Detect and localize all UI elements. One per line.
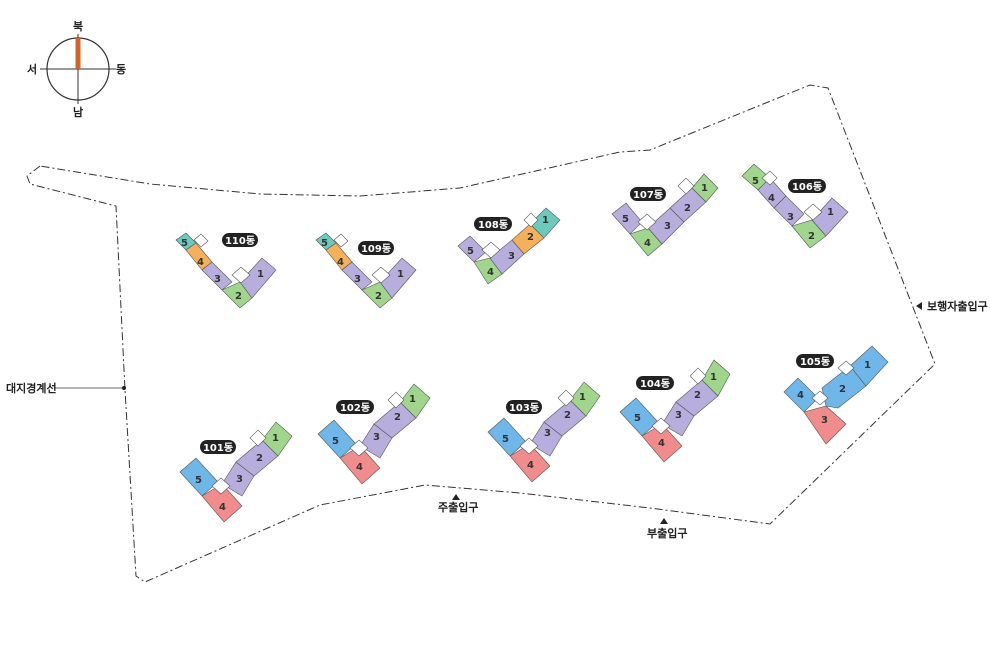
building-label: 103동 (509, 402, 539, 414)
svg-text:3: 3 (236, 474, 243, 485)
svg-text:4: 4 (797, 390, 804, 401)
svg-text:1: 1 (257, 269, 264, 280)
building-109[interactable]: 54 3 2 1 109동 (315, 232, 417, 309)
compass-south: 남 (73, 106, 83, 119)
building-label: 108동 (478, 219, 508, 231)
svg-text:2: 2 (808, 231, 815, 242)
svg-text:5: 5 (752, 176, 759, 187)
svg-text:5: 5 (321, 238, 328, 249)
svg-text:1: 1 (710, 372, 717, 383)
building-label: 105동 (800, 356, 830, 368)
svg-text:5: 5 (502, 434, 509, 445)
building-105[interactable]: 4 3 2 1 105동 (783, 345, 889, 445)
svg-text:3: 3 (544, 428, 551, 439)
main-entrance-label: 주출입구 (438, 500, 478, 514)
svg-text:4: 4 (644, 238, 651, 249)
compass-needle-icon (75, 38, 81, 69)
svg-text:5: 5 (332, 436, 339, 447)
svg-text:3: 3 (787, 212, 794, 223)
up-arrow-icon (660, 518, 668, 524)
svg-text:4: 4 (219, 502, 226, 513)
svg-text:1: 1 (827, 207, 834, 218)
svg-text:5: 5 (181, 238, 188, 249)
svg-text:1: 1 (272, 433, 279, 444)
svg-text:3: 3 (214, 274, 221, 285)
svg-text:2: 2 (839, 384, 846, 395)
site-boundary-line (26, 84, 936, 583)
svg-text:1: 1 (864, 360, 871, 371)
svg-text:5: 5 (195, 475, 202, 486)
left-arrow-icon (916, 302, 922, 310)
building-110[interactable]: 54 3 2 1 110동 (175, 232, 277, 309)
svg-text:4: 4 (658, 438, 665, 449)
svg-text:4: 4 (337, 257, 344, 268)
svg-text:2: 2 (564, 410, 571, 421)
svg-text:3: 3 (675, 410, 682, 421)
svg-text:4: 4 (197, 257, 204, 268)
compass-east: 동 (116, 63, 126, 76)
svg-text:2: 2 (684, 203, 691, 214)
building-102[interactable]: 5 4 3 2 1 102동 (317, 383, 431, 485)
svg-text:3: 3 (373, 432, 380, 443)
building-label: 101동 (203, 442, 233, 454)
svg-text:4: 4 (356, 462, 363, 473)
building-label: 102동 (340, 402, 370, 414)
pedestrian-entrance-marker: 보행자출입구 (916, 299, 988, 313)
svg-text:2: 2 (394, 412, 401, 423)
svg-text:1: 1 (579, 392, 586, 403)
sub-entrance-label: 부출입구 (647, 526, 687, 540)
svg-text:1: 1 (397, 269, 404, 280)
svg-text:1: 1 (542, 215, 549, 226)
svg-text:2: 2 (235, 291, 242, 302)
svg-text:5: 5 (622, 214, 629, 225)
svg-text:2: 2 (375, 291, 382, 302)
compass-west: 서 (27, 62, 37, 76)
building-label: 106동 (792, 181, 822, 193)
svg-text:3: 3 (664, 221, 671, 232)
svg-text:2: 2 (527, 232, 534, 243)
building-label: 109동 (361, 243, 391, 255)
building-106[interactable]: 54 3 2 1 106동 (741, 163, 849, 249)
building-label: 104동 (640, 378, 670, 390)
boundary-callout: 대지경계선 (6, 381, 126, 395)
building-104[interactable]: 5 4 3 2 1 104동 (619, 359, 731, 463)
svg-text:1: 1 (701, 183, 708, 194)
building-label: 107동 (633, 189, 663, 201)
svg-text:4: 4 (527, 460, 534, 471)
building-108[interactable]: 5 4 3 2 1 108동 (457, 207, 561, 285)
svg-text:4: 4 (768, 193, 775, 204)
svg-text:4: 4 (487, 267, 494, 278)
pedestrian-entrance-label: 보행자출입구 (927, 299, 988, 313)
svg-text:2: 2 (694, 390, 701, 401)
building-107[interactable]: 5 4 3 2 1 107동 (611, 173, 719, 257)
building-label: 110동 (225, 235, 255, 247)
main-entrance-marker: 주출입구 (438, 494, 478, 514)
svg-text:5: 5 (467, 246, 474, 257)
building-103[interactable]: 5 4 3 2 1 103동 (487, 381, 601, 483)
svg-text:3: 3 (821, 415, 828, 426)
building-101[interactable]: 5 4 3 2 1 101동 (179, 421, 293, 523)
svg-text:2: 2 (256, 453, 263, 464)
compass: 북 남 서 동 (27, 19, 126, 119)
svg-text:3: 3 (354, 274, 361, 285)
svg-text:5: 5 (634, 413, 641, 424)
compass-north: 북 (73, 19, 83, 33)
svg-text:1: 1 (409, 394, 416, 405)
boundary-label: 대지경계선 (6, 381, 57, 395)
up-arrow-icon (452, 494, 460, 500)
svg-text:3: 3 (508, 251, 515, 262)
sub-entrance-marker: 부출입구 (647, 518, 687, 540)
